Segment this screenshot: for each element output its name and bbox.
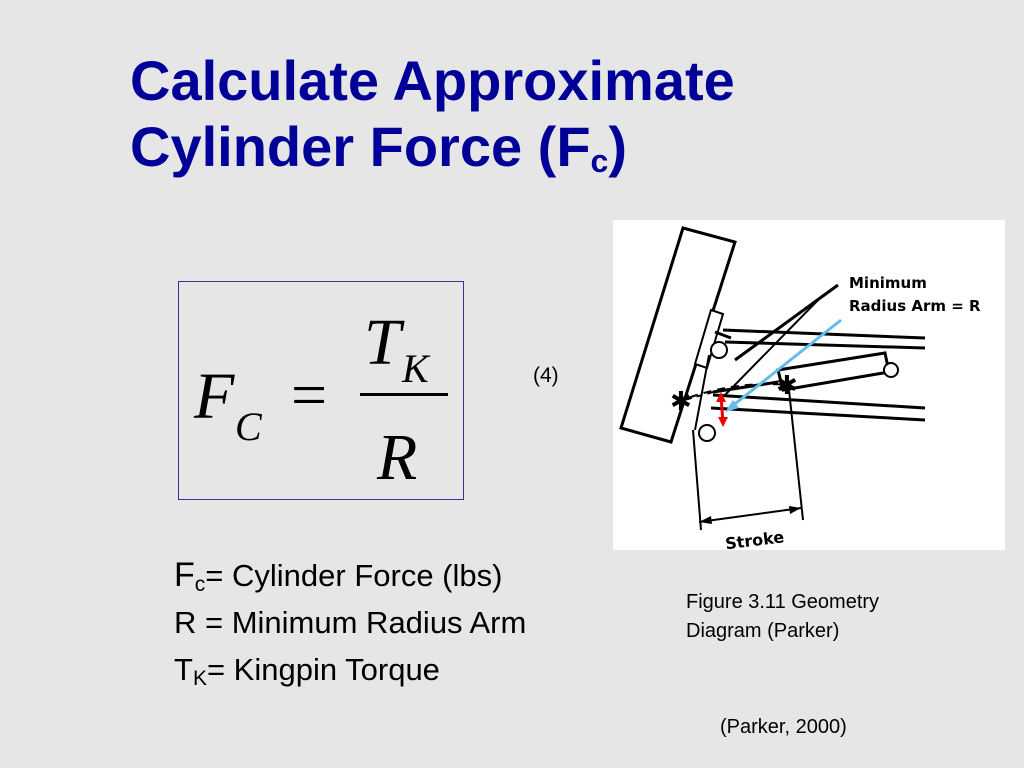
fraction-bar [360,393,448,396]
cylinder-rod [712,380,779,394]
equation-svg: F C = T K R [193,306,448,494]
min-radius-label-line-1: Minimum [849,274,927,292]
upper-joint [710,341,728,359]
title-line-1: Calculate Approximate [130,49,735,112]
title-subscript: c [590,143,609,179]
title-line-2: Cylinder Force (Fc) [130,114,990,180]
stroke-arrow-left [699,516,712,524]
definition-symbol: T [174,652,193,687]
pivot-star-right: ✱ [776,371,798,401]
equation-lhs-subscript: C [235,404,263,449]
equation-numerator-subscript: K [401,346,431,391]
definition-kingpin-torque: TK= Kingpin Torque [174,646,644,693]
wheel-outline [619,226,737,444]
citation: (Parker, 2000) [720,716,847,738]
stroke-label: Stroke [724,527,785,550]
definition-symbol: R [174,605,197,640]
definition-symbol: F [174,556,195,594]
equation-lhs-symbol: F [193,360,235,433]
figure-caption-line-1: Figure 3.11 Geometry [686,591,880,613]
geometry-diagram-svg: ✱ ✱ Stroke Minimum Radius Arm = R [619,226,981,550]
definitions-list: Fc= Cylinder Force (lbs) R = Minimum Rad… [174,552,644,693]
radius-pointer-arrow [725,400,739,412]
stroke-arrow-right [789,506,801,514]
title-line-2-prefix: Cylinder Force (F [130,115,591,178]
radius-marker-arrow-up [716,392,726,402]
upright-lower [694,354,710,431]
frame-rail-bottom-1 [712,393,926,410]
definition-text: = Cylinder Force (lbs) [205,558,503,593]
definition-subscript: c [194,573,206,596]
title-line-2-suffix: ) [608,115,627,178]
min-radius-label-line-2: Radius Arm = R [849,297,981,315]
anchor-pin [883,362,899,378]
stroke-ext-left [692,429,702,531]
equation-numerator-symbol: T [364,306,405,379]
definition-cylinder-force: Fc= Cylinder Force (lbs) [174,552,644,599]
stroke-dimension-line [698,507,802,523]
definition-text: = Kingpin Torque [206,652,440,687]
stroke-ext-right [788,389,804,521]
radius-marker-arrow-down [718,417,728,427]
equation-box: F C = T K R [178,281,464,500]
equation-number: (4) [533,364,559,387]
steering-arm-2 [724,294,824,396]
pivot-star-left: ✱ [670,387,692,417]
dashed-arc [676,383,790,403]
geometry-diagram: ✱ ✱ Stroke Minimum Radius Arm = R [613,220,1005,550]
definition-radius-arm: R = Minimum Radius Arm [174,599,644,646]
slide-title: Calculate Approximate Cylinder Force (Fc… [130,48,990,180]
radius-pointer-line [730,318,842,409]
equation-denominator-symbol: R [376,421,417,494]
definition-subscript: K [192,667,207,690]
figure-caption-line-2: Diagram (Parker) [686,620,840,642]
figure-caption: Figure 3.11 Geometry Diagram (Parker) [686,588,986,646]
equation-equals: = [291,359,327,430]
frame-rail-bottom-2 [710,406,926,422]
definition-text: = Minimum Radius Arm [196,605,527,640]
lower-joint [698,424,716,442]
upright-link [714,330,732,340]
